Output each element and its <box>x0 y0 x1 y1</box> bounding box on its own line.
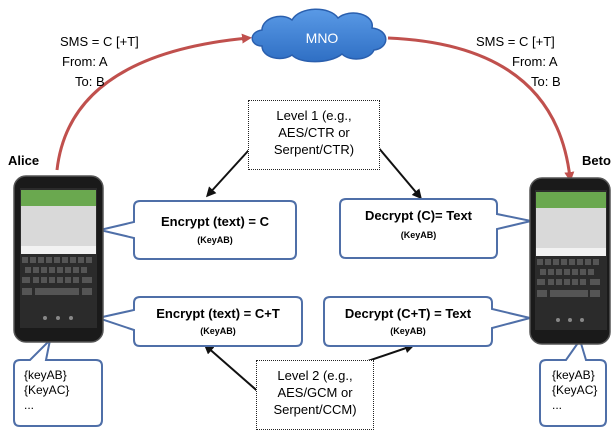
decrypt1-key: (KeyAB) <box>400 230 437 240</box>
keylist-right-shape <box>539 337 607 427</box>
keylist-left-shape <box>13 336 103 427</box>
keylist-right-line1: {keyAB} <box>552 368 595 382</box>
alice-phone <box>13 175 104 343</box>
encrypt1-text: Encrypt (text) = C <box>161 214 269 229</box>
sms-left-line3: To: B <box>75 74 105 89</box>
level1-arrow-right <box>371 139 422 200</box>
keylist-right-line2: {KeyAC} <box>552 383 598 397</box>
sms-arc-left <box>55 33 252 171</box>
sms-left-line2: From: A <box>62 54 108 69</box>
decrypt2-text: Decrypt (C+T) = Text <box>344 306 472 321</box>
keylist-left: {keyAB} {KeyAC} ... <box>24 368 69 413</box>
level1-box: Level 1 (e.g., AES/CTR or Serpent/CTR) <box>248 100 380 170</box>
level2-line2: AES/GCM or <box>277 385 353 400</box>
encrypt1-key: (KeyAB) <box>197 235 233 245</box>
sms-right-line1: SMS = C [+T] <box>476 34 555 49</box>
keylist-right: {keyAB} {KeyAC} ... <box>552 368 597 413</box>
level1-line3: Serpent/CTR) <box>273 142 355 157</box>
level2-box: Level 2 (e.g., AES/GCM or Serpent/CCM) <box>256 360 374 430</box>
sms-arc-right <box>387 36 575 182</box>
sms-right-line2: From: A <box>512 54 558 69</box>
bob-phone <box>529 177 611 345</box>
level1-line2: AES/CTR or <box>278 125 350 140</box>
bubble-decrypt1-shape <box>339 198 532 259</box>
bubble-decrypt2-shape <box>323 296 531 347</box>
level2-arrow-right <box>364 343 415 363</box>
level1-line1: Level 1 (e.g., <box>276 108 352 123</box>
bubble-encrypt1-shape <box>99 200 297 260</box>
bubble-encrypt2-shape <box>94 296 303 347</box>
mno-cloud <box>251 8 387 63</box>
encrypt2-key: (KeyAB) <box>200 326 236 336</box>
keylist-left-line3: ... <box>24 398 35 412</box>
mno-label: MNO <box>305 30 339 46</box>
level2-line1: Level 2 (e.g., <box>277 368 353 383</box>
level2-arrow-left <box>203 344 263 396</box>
alice-name: Alice <box>8 153 40 168</box>
sms-right-line3: To: B <box>531 74 561 89</box>
sms-left-line1: SMS = C [+T] <box>60 34 139 49</box>
keylist-right-line3: ... <box>552 398 563 412</box>
encrypt2-text: Encrypt (text) = C+T <box>156 306 280 321</box>
level2-line3: Serpent/CCM) <box>273 402 357 417</box>
decrypt2-key: (KeyAB) <box>390 326 426 336</box>
keylist-left-line1: {keyAB} <box>24 368 67 382</box>
keylist-left-line2: {KeyAC} <box>24 383 70 397</box>
bob-name: Beto <box>582 153 611 168</box>
decrypt1-text: Decrypt (C)= Text <box>364 208 473 223</box>
